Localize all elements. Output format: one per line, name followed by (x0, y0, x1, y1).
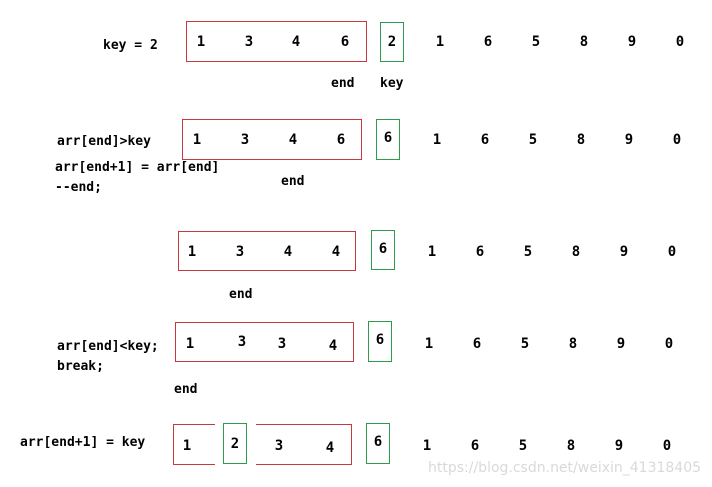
row2-label-line-1: arr[end]>key (57, 134, 151, 149)
row4-rest-3: 8 (568, 336, 578, 352)
row5-rest-0: 1 (422, 438, 432, 454)
row3-key-value: 6 (378, 241, 388, 257)
row5-inserted-key-box (223, 423, 247, 464)
row5-sorted-box-right (256, 424, 352, 465)
row3-rest-5: 0 (667, 244, 677, 260)
row4-label-line-2: break; (57, 359, 104, 374)
row3-sorted-3: 4 (331, 244, 341, 260)
row2-sorted-box (182, 119, 362, 160)
row4-label-line-1: arr[end]<key; (57, 339, 159, 354)
row2-label-line-2: arr[end+1] = arr[end] (55, 160, 220, 175)
row5-label: arr[end+1] = key (20, 435, 146, 450)
row2-rest-3: 8 (576, 132, 586, 148)
row4-end-pointer: end (174, 382, 198, 397)
row1-rest-0: 1 (435, 34, 445, 50)
row1-rest-3: 8 (579, 34, 589, 50)
row1-sorted-2: 4 (291, 34, 301, 50)
row1-sorted-0: 1 (196, 34, 206, 50)
row5-rest-3: 8 (566, 438, 576, 454)
row1-sorted-1: 3 (244, 34, 254, 50)
row1-end-pointer: end (331, 76, 355, 91)
row5-rest-4: 9 (614, 438, 624, 454)
row4-rest-2: 5 (520, 336, 530, 352)
row3-sorted-0: 1 (187, 244, 197, 260)
row2-key-box (376, 119, 400, 160)
row4-rest-5: 0 (664, 336, 674, 352)
watermark: https://blog.csdn.net/weixin_41318405 (428, 460, 702, 476)
row2-rest-5: 0 (672, 132, 682, 148)
row2-sorted-0: 1 (192, 132, 202, 148)
row2-rest-1: 6 (480, 132, 490, 148)
row2-end-pointer: end (281, 174, 305, 189)
row1-sorted-box (186, 21, 367, 62)
row3-end-pointer: end (229, 287, 253, 302)
row3-rest-2: 5 (523, 244, 533, 260)
row2-label-line-3: --end; (55, 180, 102, 195)
row4-sorted-box (175, 322, 354, 362)
row3-sorted-2: 4 (283, 244, 293, 260)
row2-sorted-3: 6 (336, 132, 346, 148)
row3-rest-4: 9 (619, 244, 629, 260)
row2-rest-2: 5 (528, 132, 538, 148)
row4-rest-4: 9 (616, 336, 626, 352)
row3-key-box (371, 230, 395, 270)
row3-sorted-box (178, 231, 356, 271)
row5-rest-1: 6 (470, 438, 480, 454)
row4-key-value: 6 (375, 332, 385, 348)
row4-rest-0: 1 (424, 336, 434, 352)
row2-key-value: 6 (383, 130, 393, 146)
row4-sorted-2: 3 (277, 336, 287, 352)
row1-rest-5: 0 (675, 34, 685, 50)
row1-key-box (380, 22, 404, 62)
row2-sorted-1: 3 (240, 132, 250, 148)
row5-key-box (366, 423, 390, 464)
row5-rest-2: 5 (518, 438, 528, 454)
row3-rest-3: 8 (571, 244, 581, 260)
row4-key-box (368, 321, 392, 362)
row5-sorted-2: 3 (274, 438, 284, 454)
row1-rest-4: 9 (627, 34, 637, 50)
row5-sorted-box-left (173, 424, 215, 465)
row4-rest-1: 6 (472, 336, 482, 352)
row1-label: key = 2 (103, 38, 158, 53)
row4-sorted-0: 1 (185, 336, 195, 352)
row1-rest-1: 6 (483, 34, 493, 50)
row1-key-pointer: key (380, 76, 404, 91)
row5-sorted-3: 4 (325, 440, 335, 456)
row3-rest-1: 6 (475, 244, 485, 260)
row5-sorted-0: 1 (182, 438, 192, 454)
row2-rest-0: 1 (432, 132, 442, 148)
row1-sorted-3: 6 (340, 34, 350, 50)
row5-sorted-1: 2 (230, 436, 240, 452)
row5-key-value: 6 (373, 434, 383, 450)
row1-rest-2: 5 (531, 34, 541, 50)
row1-key-value: 2 (387, 34, 397, 50)
row4-sorted-1: 3 (237, 334, 247, 350)
row3-sorted-1: 3 (235, 244, 245, 260)
row4-sorted-3: 4 (328, 338, 338, 354)
row2-sorted-2: 4 (288, 132, 298, 148)
row3-rest-0: 1 (427, 244, 437, 260)
row5-rest-5: 0 (662, 438, 672, 454)
row2-rest-4: 9 (624, 132, 634, 148)
